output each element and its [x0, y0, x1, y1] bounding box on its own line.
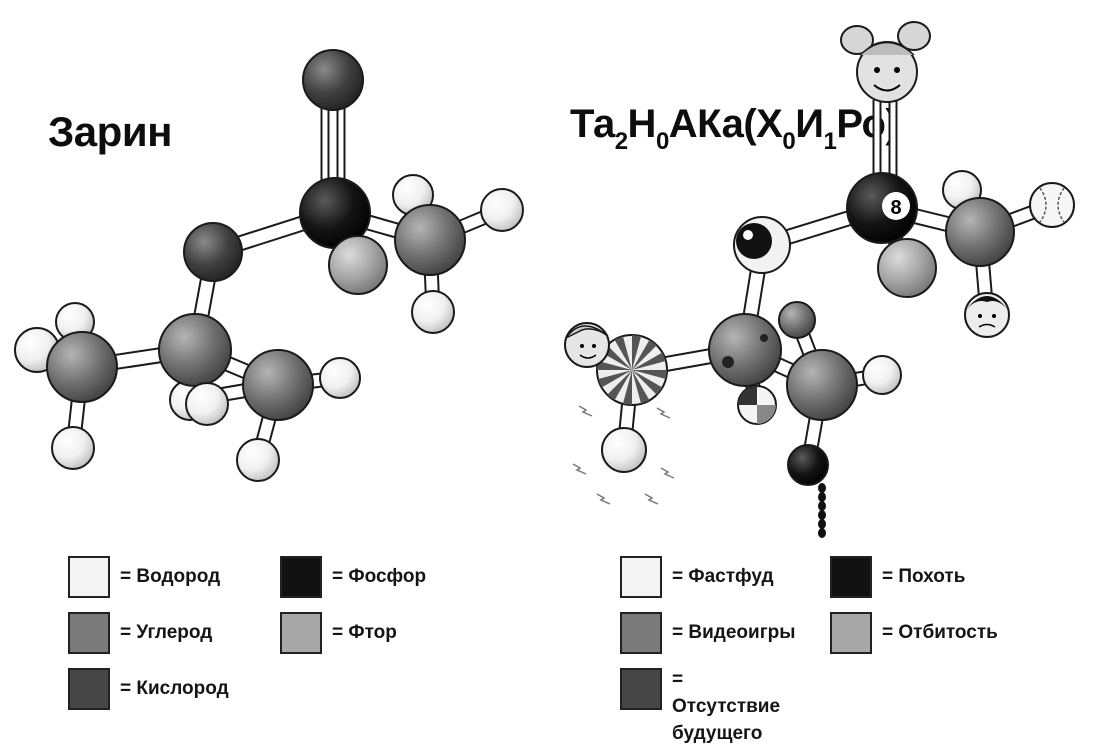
legend-swatch-lust [830, 556, 872, 598]
legend-label-carbon: = Углерод [120, 622, 213, 643]
title-text-part: И [795, 102, 824, 146]
carbon-atom [242, 349, 314, 421]
hydrogen-atom [319, 357, 361, 399]
legend-label-oxygen: = Кислород [120, 678, 229, 699]
small-beach-ball-icon [737, 385, 777, 425]
legend-swatch-carbon [68, 612, 110, 654]
hydrogen-atom [411, 290, 455, 334]
double-bond [872, 100, 898, 182]
legend-swatch-fluorine [280, 612, 322, 654]
parody-title: Та2Н0АКа(Х0И1Ро) [570, 102, 899, 154]
sarin-molecule-diagram [14, 49, 524, 482]
title-subscript: 0 [782, 128, 796, 155]
spot-icon [722, 356, 734, 368]
bond-p-o-double [320, 105, 346, 185]
legend-label-phosphorus: = Фосфор [332, 566, 427, 587]
videogames-atom [708, 313, 782, 387]
title-text-part: Та [570, 102, 615, 146]
eight-ball-number: 8 [890, 197, 901, 219]
legend-swatch-oxygen [68, 668, 110, 710]
buzzing-atom-icon [572, 405, 675, 505]
spot-icon [760, 334, 768, 342]
title-text-part: АКа(Х [668, 102, 783, 146]
chain-bead-icon [787, 444, 829, 538]
carbon-atom [46, 331, 118, 403]
title-subscript: 1 [823, 128, 837, 155]
title-text-part: Н [627, 102, 657, 146]
legend-swatch-hydrogen [68, 556, 110, 598]
legend-swatch-fastfood [620, 556, 662, 598]
hydrogen-atom [236, 438, 280, 482]
carbon-atom [158, 313, 232, 387]
fastfood-atom [862, 355, 902, 395]
boy-face-icon [564, 322, 610, 368]
legend-label-videogames: = Видеоигры [672, 622, 796, 643]
eyeball-icon [733, 216, 791, 274]
frostbite-atom [877, 238, 937, 298]
baseball-icon [1029, 182, 1075, 228]
legend-label-fastfood: = Фастфуд [672, 566, 774, 587]
title-subscript: 0 [655, 128, 669, 155]
legend-swatch-frostbite [830, 612, 872, 654]
hydrogen-atom [185, 382, 229, 426]
hydrogen-atom [51, 426, 95, 470]
sarin-title: Зарин [48, 108, 173, 155]
carbon-atom [394, 204, 466, 276]
videogames-atom [778, 301, 816, 339]
legend-swatch-nofuture [620, 668, 662, 710]
title-text-part: Ро) [836, 102, 899, 146]
parody-molecule-diagram: 8 [564, 21, 1075, 538]
eight-ball-icon: 8 [846, 172, 918, 244]
title-subscript: 2 [614, 128, 628, 155]
hydrogen-atom [480, 188, 524, 232]
kid-face-icon [964, 292, 1010, 338]
oxygen-atom [302, 49, 364, 111]
legend-swatch-phosphorus [280, 556, 322, 598]
legend-label-lust: = Похоть [882, 566, 966, 587]
legend-swatch-videogames [620, 612, 662, 654]
videogames-atom [786, 349, 858, 421]
legend-label-hydrogen: = Водород [120, 566, 221, 587]
mascot-face-icon [840, 21, 931, 103]
legend-label-frostbite: = Отбитость [882, 622, 998, 643]
beach-ball-icon [596, 334, 668, 406]
legend-label-nofuture: = Отсутствие будущего [672, 669, 781, 744]
fluorine-atom [328, 235, 388, 295]
legend-label-fluorine: = Фтор [332, 622, 397, 643]
oxygen-atom [183, 222, 243, 282]
videogames-atom [945, 197, 1015, 267]
parody-panel: Та2Н0АКа(Х0И1Ро) 8 = Фастфуд= Похоть= Ви… [552, 0, 1103, 751]
sarin-panel: Зарин = Водород = Фосфор = Углерод = Фтор = … [0, 0, 551, 751]
